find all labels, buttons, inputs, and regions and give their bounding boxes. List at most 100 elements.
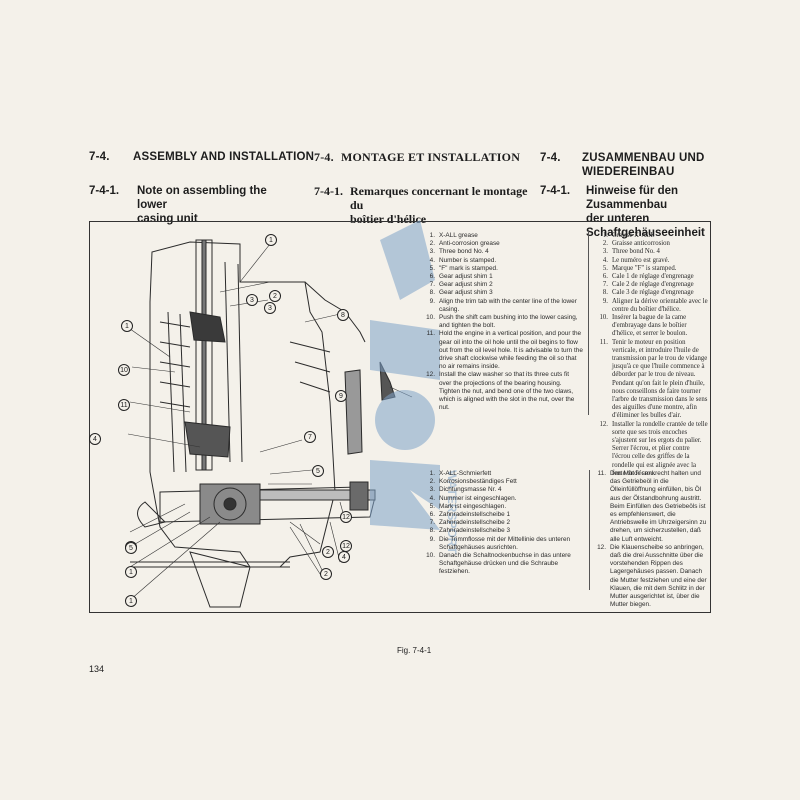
legend-item: 7. Gear adjust shim 2 [425,281,583,289]
legend-item-text: Korrosionsbeständiges Fett [439,478,517,486]
subsection-heading-fr: 7-4-1. Remarques concernant le montage d… [314,184,534,226]
legend-item-number: 8. [429,289,435,297]
legend-item-text: X-ALL grease [439,232,478,239]
legend-item-text: Graisse anticorrosion [612,240,670,248]
legend-item: 9.Aligner la dérive orientable avec le c… [598,298,708,314]
legend-item-text: "F" mark is stamped. [439,264,498,272]
legend-item-number: 2. [602,240,608,248]
subsection-line2: boîtier d'hélice [350,212,427,226]
legend-list-de-right: 11. Den Motor senkrecht halten und das Ge… [596,470,709,609]
legend-item-text: X-ALL-Schmierfett [439,470,492,477]
legend-item: 5. Mark ist eingeschlagen. [425,503,590,511]
legend-item-number: 6. [429,273,435,281]
legend-item-text: Insérer la bague de la came d'embrayage … [612,314,688,338]
legend-item-text: Zahnradeinstellscheibe 1 [439,511,511,519]
legend-item-text: Gear adjust shim 1 [439,273,493,281]
legend-item-text: Install the claw washer so that its thre… [439,371,575,412]
legend-item-number: 4. [429,256,435,264]
legend-item: 8. Gear adjust shim 3 [425,289,583,297]
subsection-line1: Hinweise für den Zusammenbau [586,185,679,211]
legend-item-number: 6. [429,511,435,519]
figure-caption: Fig. 7-4-1 [397,646,432,655]
legend-item-number: 8. [602,289,608,297]
legend-item: 6. Gear adjust shim 1 [425,273,583,281]
legend-item-text: Le numéro est gravé. [612,256,670,264]
legend-item-text: Zahnradeinstellscheibe 2 [439,519,511,527]
column-divider [588,230,589,415]
legend-item-text: Three bond No. 4 [612,248,660,256]
legend-item-number: 7. [602,281,608,289]
legend-item: 1.X-ALL grease [425,232,583,240]
legend-item-number: 10. [426,552,435,560]
subsection-line1: Remarques concernant le montage du [350,184,528,212]
legend-item: 4.Le numéro est gravé. [598,257,708,265]
legend-item: 2. Graisse anticorrosion [598,240,708,248]
legend-item: 7. Zahnradeinstellscheibe 2 [425,519,590,527]
legend-item: 9.Die Trimmflosse mit der Mittellinie de… [425,536,590,552]
legend-item-number: 11. [597,470,606,477]
legend-item: 7.Cale 2 de réglage d'engrenage [598,281,708,289]
subsection-heading-en: 7-4-1. Note on assembling the lower casi… [89,184,299,226]
legend-item-number: 4. [429,494,435,502]
section-title: MONTAGE ET INSTALLATION [341,150,521,164]
legend-item: 11. Tenir le moteur en position verticale… [598,339,708,421]
legend-item-text: Align the trim tab with the center line … [439,297,577,313]
legend-item-text: Gear adjust shim 2 [439,281,493,289]
legend-item-number: 1. [602,232,608,239]
section-number: 7-4. [540,152,561,164]
legend-item-number: 12. [426,371,435,379]
section-heading-fr: 7-4. MONTAGE ET INSTALLATION [314,150,520,165]
legend-item: 10.Push the shift cam bushing into the l… [425,314,583,330]
legend-item-text: Tenir le moteur en position verticale, e… [612,338,708,420]
legend-item-number: 11. [599,338,608,346]
column-divider [589,470,590,590]
subsection-number: 7-4-1. [540,185,571,197]
legend-item: 1.X-ALL-Schmierfett [425,470,590,478]
legend-item-number: 9. [602,297,608,305]
section-title: ASSEMBLY AND INSTALLATION [133,151,315,163]
subsection-number: 7-4-1. [314,184,343,198]
legend-item-text: Gear adjust shim 3 [439,289,493,297]
legend-item-number: 7. [429,281,435,289]
legend-item-text: Number is stamped. [439,256,497,264]
legend-item-number: 7. [429,519,435,527]
legend-item-text: Zahnradeinstellscheibe 3 [439,527,511,535]
legend-item-text: Marque "F" is stamped. [612,264,677,272]
legend-item-text: Den Motor senkrecht halten und das Getri… [610,470,707,543]
legend-item-number: 6. [602,273,608,281]
legend-item: 10.Danach die Schaltnockenbuchse in das … [425,552,590,577]
legend-item-number: 11. [426,330,435,338]
section-number: 7-4. [314,150,334,164]
legend-item-number: 9. [429,535,435,543]
legend-item: 9.Align the trim tab with the center lin… [425,298,583,314]
legend-item: 6. Cale 1 de réglage d'engrenage [598,273,708,281]
subsection-number: 7-4-1. [89,185,120,197]
legend-item-number: 3. [429,248,435,256]
legend-item-text: Dichtungsmasse Nr. 4 [439,486,502,494]
legend-item-text: Cale 3 de réglage d'engrenage [612,289,694,297]
subsection-heading-de: 7-4-1. Hinweise für den Zusammenbau der … [540,184,740,240]
legend-item-number: 3. [429,486,435,494]
legend-item: 12.Installer la rondelle crantée de tell… [598,421,708,478]
legend-item-text: Installer la rondelle crantée de telle s… [612,420,708,477]
legend-item-text: Nummer ist eingeschlagen. [439,494,517,502]
legend-item-number: 5. [429,502,435,510]
legend-item-text: Cale 1 de réglage d'engrenage [612,273,694,281]
page-number: 134 [89,664,105,674]
section-title-line1: ZUSAMMENBAU UND [582,152,705,164]
legend-item-number: 5. [602,264,608,272]
legend-item-number: 12. [597,543,606,551]
legend-item: 11.Hold the engine in a vertical positio… [425,330,583,371]
watermark-logo: WATERSPORT [370,220,459,554]
legend-item: 6. Zahnradeinstellscheibe 1 [425,511,590,519]
legend-item: 3.Three bond No. 4 [425,248,583,256]
legend-item-number: 2. [429,478,435,486]
section-title-line2: WIEDEREINBAU [582,166,675,178]
legend-item-number: 10. [426,314,435,322]
legend-item: 4. Number is stamped. [425,257,583,265]
legend-item: 2. Korrosionsbeständiges Fett [425,478,590,486]
legend-item-text: Mark ist eingeschlagen. [439,502,507,510]
legend-item: 3. Dichtungsmasse Nr. 4 [425,486,590,494]
legend-item-number: 5. [429,264,435,272]
